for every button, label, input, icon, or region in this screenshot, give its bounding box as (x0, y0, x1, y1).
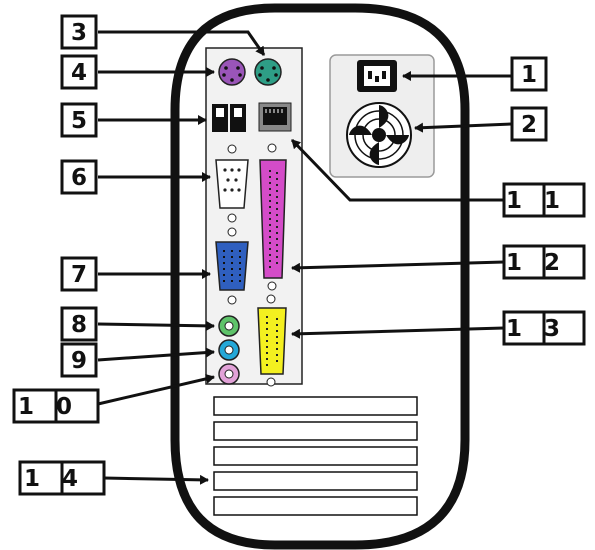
callout-9: 9 (60, 342, 98, 378)
leader-line-10 (97, 373, 215, 406)
game-port-icon[interactable] (257, 294, 287, 387)
callout-10: 10 (12, 388, 100, 424)
callout-5: 5 (60, 102, 98, 138)
callout-13: 13 (502, 310, 586, 346)
leader-line-12 (291, 260, 505, 273)
callout-11: 11 (502, 182, 586, 218)
svg-text:4: 4 (71, 60, 87, 86)
callout-8: 8 (60, 306, 98, 342)
callout-7: 7 (60, 256, 98, 292)
ethernet-port-icon[interactable] (258, 102, 292, 132)
vga-port-icon[interactable] (215, 227, 249, 305)
leader-line-11 (290, 138, 504, 202)
svg-text:2: 2 (521, 112, 537, 138)
callout-1: 1 (510, 56, 548, 92)
leader-line-3 (98, 30, 266, 56)
svg-text:10: 10 (18, 394, 94, 420)
svg-text:9: 9 (71, 348, 87, 374)
svg-text:14: 14 (24, 466, 100, 492)
usb-port-icon[interactable] (212, 104, 246, 132)
expansion-slot-icon[interactable] (213, 446, 418, 466)
expansion-slot-icon[interactable] (213, 421, 418, 441)
leader-line-8 (97, 320, 215, 331)
svg-text:6: 6 (71, 165, 87, 191)
ps2-mouse-port-icon[interactable] (254, 58, 282, 86)
svg-text:13: 13 (506, 316, 582, 342)
leader-lines (97, 30, 513, 485)
leader-line-14 (103, 474, 209, 485)
fan-icon (346, 102, 412, 168)
callout-12: 12 (502, 244, 586, 280)
ps2-keyboard-port-icon[interactable] (218, 58, 246, 86)
leader-line-2 (414, 122, 513, 133)
expansion-slot-icon[interactable] (213, 496, 418, 516)
audio-line-out-icon[interactable] (218, 315, 240, 337)
audio-line-in-icon[interactable] (218, 339, 240, 361)
callout-3: 3 (60, 14, 98, 50)
callout-labels: 3 4 5 6 7 8 9 10 (12, 14, 586, 496)
callout-4: 4 (60, 54, 98, 90)
svg-text:5: 5 (71, 108, 87, 134)
svg-text:8: 8 (71, 312, 87, 338)
power-socket-icon (357, 60, 397, 92)
expansion-slot-icon[interactable] (213, 471, 418, 491)
expansion-slot-icon[interactable] (213, 396, 418, 416)
callout-2: 2 (510, 106, 548, 142)
parallel-port-icon[interactable] (259, 143, 287, 291)
svg-text:11: 11 (506, 188, 582, 214)
svg-text:7: 7 (71, 262, 87, 288)
io-panel (205, 47, 303, 387)
callout-14: 14 (18, 460, 106, 496)
audio-mic-icon[interactable] (218, 363, 240, 385)
leader-line-9 (97, 347, 215, 362)
serial-port-icon[interactable] (215, 144, 249, 223)
leader-line-13 (291, 326, 505, 339)
callout-6: 6 (60, 159, 98, 195)
expansion-slots (213, 396, 418, 516)
svg-text:3: 3 (71, 20, 87, 46)
power-supply (329, 54, 435, 178)
svg-text:12: 12 (506, 250, 582, 276)
svg-text:1: 1 (521, 62, 537, 88)
